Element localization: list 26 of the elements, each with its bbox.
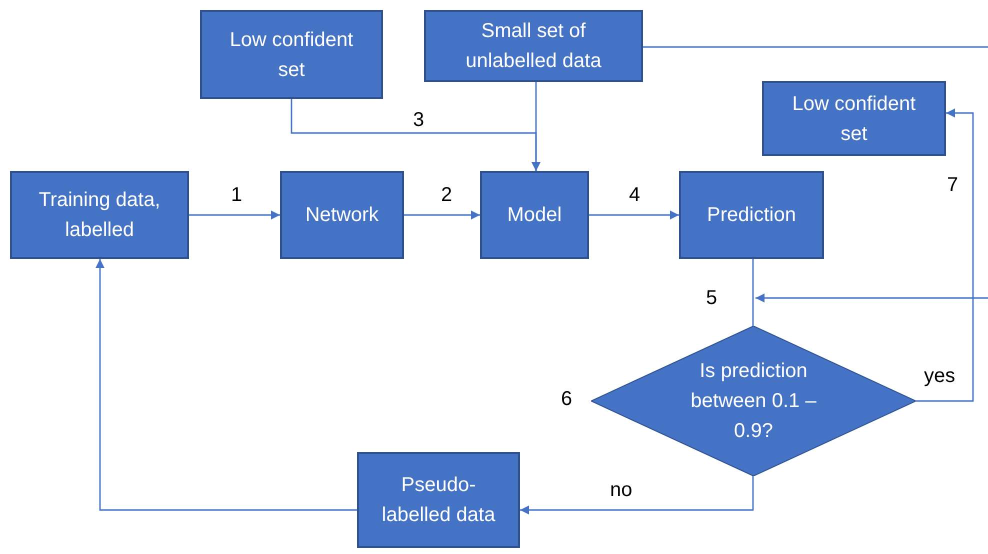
process-box [424, 10, 643, 82]
connector-arrow [96, 259, 357, 511]
connector-arrow [756, 294, 988, 302]
connector-arrow [520, 476, 754, 514]
process-box [280, 171, 404, 259]
node-text: Pseudo-labelled data [380, 473, 496, 528]
node-text: Small set of unlabelled data [464, 19, 602, 74]
process-box [762, 81, 946, 156]
process-box [357, 452, 520, 548]
node-text: Is prediction between 0.1 – 0.9? [690, 359, 818, 444]
node-text: Training data, labelled [38, 188, 162, 243]
process-box [679, 171, 824, 259]
connector-arrow [532, 82, 540, 171]
connector-arrow [404, 210, 480, 220]
node-text: Low confident set [791, 92, 917, 146]
connector-arrow [916, 108, 974, 402]
connector-arrow [189, 210, 280, 220]
node-text: Low confident set [228, 28, 354, 82]
process-box [200, 10, 383, 99]
connector-arrow [589, 210, 679, 220]
process-box [10, 171, 189, 259]
node-text: Prediction [706, 203, 797, 228]
decision-diamond [591, 326, 916, 476]
node-text: Network [304, 203, 380, 228]
process-box [480, 171, 589, 259]
node-text: Model [506, 203, 563, 228]
